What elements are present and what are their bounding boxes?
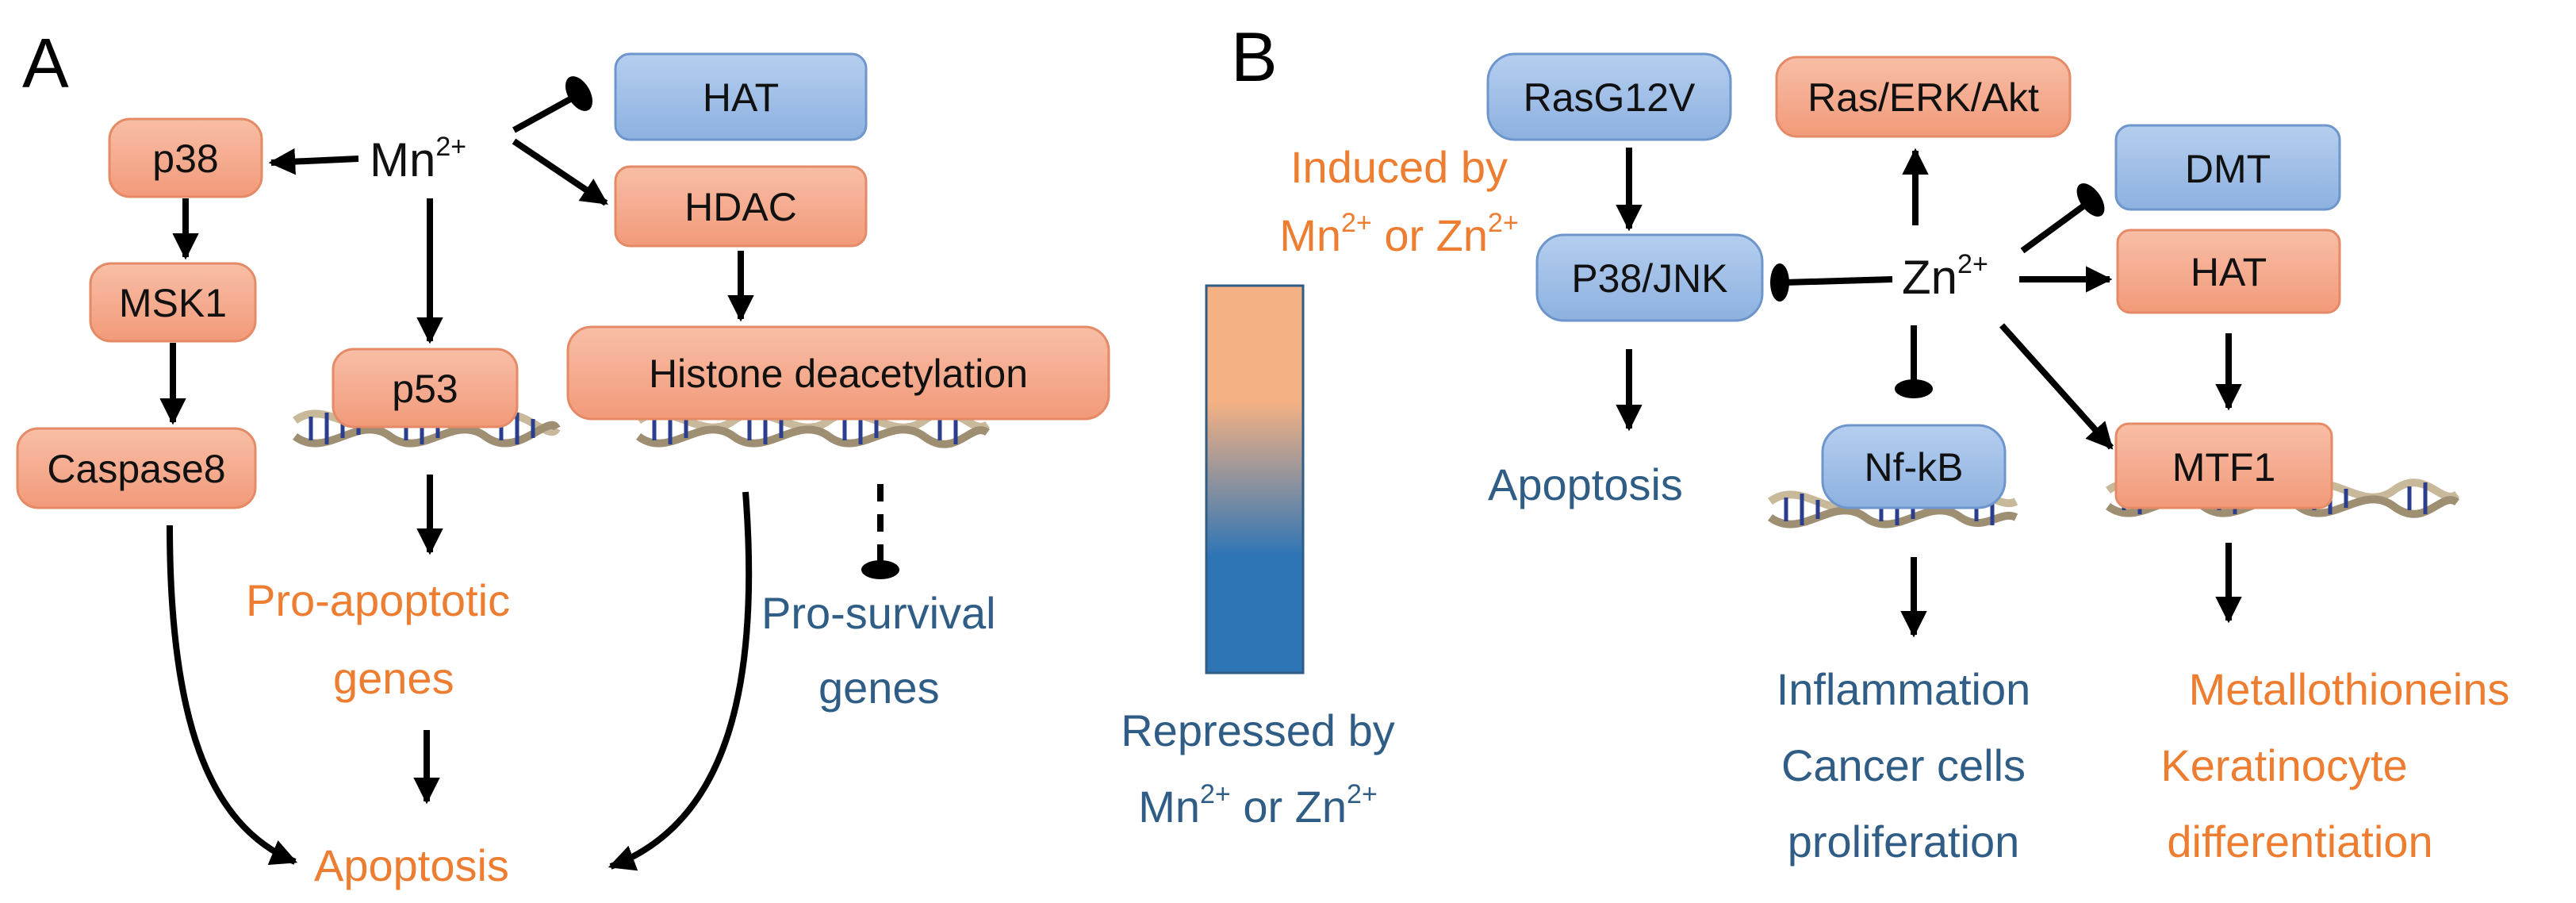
node-p38: p38 [108, 117, 263, 198]
node-nfkb: Nf-kB [1821, 424, 2007, 509]
node-histone-deacetylation: Histone deacetylation [566, 325, 1110, 421]
node-dmt-label: DMT [2185, 147, 2271, 191]
node-hat-b: HAT [2116, 229, 2341, 314]
node-rasg12v-label: RasG12V [1524, 75, 1696, 120]
legend-repressed-line2: Mn2+ or Zn2+ [1138, 779, 1378, 832]
node-p38jnk: P38/JNK [1535, 233, 1764, 322]
legend-induced-line2: Mn2+ or Zn2+ [1279, 208, 1519, 260]
legend-repressed-line1: Repressed by [1121, 705, 1395, 755]
inhibit-heads-panel-a [565, 76, 899, 579]
node-p38-label: p38 [152, 136, 218, 181]
node-ras-erk-akt-label: Ras/ERK/Akt [1807, 75, 2039, 120]
inhibit-edges-panel-a [512, 92, 884, 563]
label-inflammation: Inflammation [1777, 664, 2031, 714]
node-p53-label: p53 [392, 367, 458, 411]
node-caspase8-label: Caspase8 [47, 447, 225, 491]
node-hat-a-label: HAT [703, 75, 779, 120]
node-p53: p53 [332, 348, 519, 428]
legend-gradient-bar [1205, 284, 1305, 674]
label-apoptosis-a: Apoptosis [314, 840, 509, 890]
label-cancer-cells: Cancer cells [1781, 740, 2026, 790]
label-differentiation: differentiation [2167, 817, 2432, 866]
legend-induced-line1: Induced by [1290, 142, 1508, 192]
edges-panel-b [1616, 148, 2242, 638]
label-proliferation: proliferation [1788, 817, 2020, 866]
node-ras-erk-akt: Ras/ERK/Akt [1775, 56, 2072, 138]
node-hdac-label: HDAC [684, 185, 797, 229]
panel-letter-a: A [22, 24, 69, 102]
ion-zn: Zn2+ [1902, 249, 1988, 304]
panel-letter-b: B [1231, 17, 1278, 96]
node-caspase8: Caspase8 [16, 427, 257, 509]
label-pro-survival-genes: genes [818, 663, 940, 713]
edges-panel-a [159, 138, 754, 871]
inhibit-edges-panel-b [1784, 200, 2090, 384]
node-p38jnk-label: P38/JNK [1571, 256, 1727, 301]
ion-mn: Mn2+ [370, 132, 466, 186]
label-pro-apoptotic: Pro-apoptotic [246, 575, 510, 625]
label-apoptosis-b: Apoptosis [1488, 459, 1683, 509]
node-histone-label: Histone deacetylation [649, 352, 1028, 396]
node-mtf1-label: MTF1 [2172, 445, 2276, 490]
node-hat-b-label: HAT [2191, 250, 2267, 294]
node-hat-a: HAT [614, 52, 868, 141]
node-msk1-label: MSK1 [119, 281, 227, 325]
label-keratinocyte: Keratinocyte [2160, 740, 2407, 790]
node-rasg12v: RasG12V [1486, 52, 1732, 141]
node-dmt: DMT [2114, 124, 2341, 211]
label-pro-survival: Pro-survival [761, 588, 996, 638]
node-nfkb-label: Nf-kB [1865, 445, 1964, 490]
inhibit-heads-panel-b [1770, 183, 2105, 398]
label-metallothioneins: Metallothioneins [2189, 664, 2510, 714]
node-hdac: HDAC [614, 165, 868, 248]
label-pro-apoptotic-genes: genes [333, 653, 454, 703]
node-mtf1: MTF1 [2114, 422, 2333, 509]
node-msk1: MSK1 [89, 262, 257, 343]
